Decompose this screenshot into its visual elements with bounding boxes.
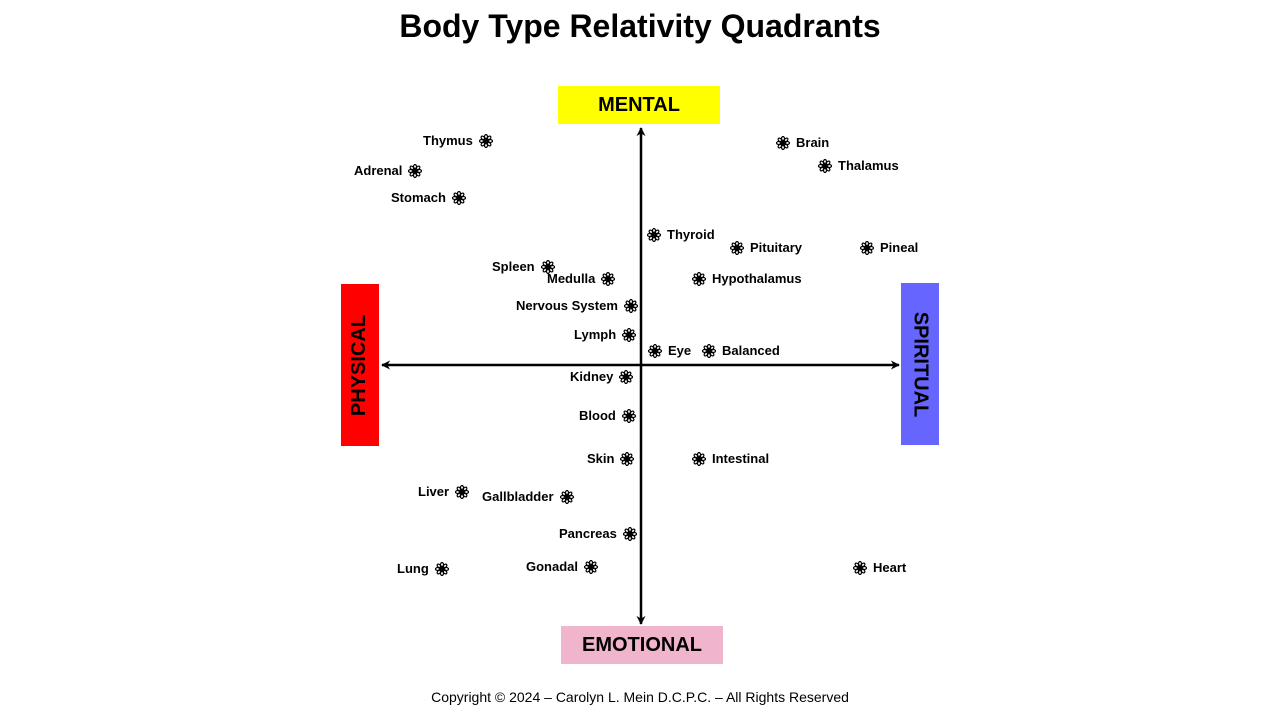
physical-label: PHYSICAL: [348, 314, 371, 416]
mental-label: MENTAL: [598, 93, 680, 116]
organ-blood: Blood: [579, 408, 636, 423]
organ-pineal: Pineal: [860, 240, 918, 255]
flower-asterisk-icon: [623, 298, 638, 313]
flower-asterisk-icon: [601, 271, 616, 286]
flower-asterisk-icon: [559, 489, 574, 504]
flower-asterisk-icon: [620, 451, 635, 466]
organ-balanced: Balanced: [702, 343, 780, 358]
organ-eye: Eye: [648, 343, 691, 358]
emotional-label: EMOTIONAL: [582, 633, 702, 656]
flower-asterisk-icon: [647, 227, 661, 242]
flower-asterisk-icon: [853, 560, 867, 575]
organ-medulla: Medulla: [547, 271, 616, 286]
organ-pituitary: Pituitary: [730, 240, 802, 255]
flower-asterisk-icon: [702, 343, 716, 358]
organ-skin: Skin: [587, 451, 635, 466]
organ-liver: Liver: [418, 484, 470, 499]
organ-thymus: Thymus: [423, 133, 493, 148]
flower-asterisk-icon: [860, 240, 874, 255]
flower-asterisk-icon: [622, 526, 637, 541]
page-title: Body Type Relativity Quadrants: [399, 8, 881, 44]
copyright-notice: Copyright © 2024 – Carolyn L. Mein D.C.P…: [431, 689, 849, 705]
mental-label-box: MENTAL: [558, 86, 720, 124]
organ-lymph: Lymph: [574, 327, 637, 342]
organ-kidney: Kidney: [570, 369, 634, 384]
organ-thyroid: Thyroid: [647, 227, 715, 242]
organ-heart: Heart: [853, 560, 906, 575]
flower-asterisk-icon: [455, 484, 470, 499]
flower-asterisk-icon: [584, 559, 599, 574]
organ-intestinal: Intestinal: [692, 451, 769, 466]
organ-nervous-system: Nervous System: [516, 298, 638, 313]
flower-asterisk-icon: [408, 163, 423, 178]
flower-asterisk-icon: [478, 133, 493, 148]
flower-asterisk-icon: [619, 369, 634, 384]
flower-asterisk-icon: [730, 240, 744, 255]
organ-gallbladder: Gallbladder: [482, 489, 574, 504]
flower-asterisk-icon: [434, 561, 449, 576]
organ-lung: Lung: [397, 561, 449, 576]
flower-asterisk-icon: [451, 190, 466, 205]
emotional-label-box: EMOTIONAL: [561, 626, 723, 664]
flower-asterisk-icon: [692, 271, 706, 286]
organ-hypothalamus: Hypothalamus: [692, 271, 802, 286]
flower-asterisk-icon: [692, 451, 706, 466]
flower-asterisk-icon: [540, 259, 555, 274]
organ-brain: Brain: [776, 135, 829, 150]
flower-asterisk-icon: [648, 343, 662, 358]
spiritual-label-box: SPIRITUAL: [901, 283, 939, 445]
physical-label-box: PHYSICAL: [341, 284, 379, 446]
spiritual-label: SPIRITUAL: [909, 311, 932, 417]
organ-pancreas: Pancreas: [559, 526, 637, 541]
organ-adrenal: Adrenal: [354, 163, 423, 178]
organ-stomach: Stomach: [391, 190, 466, 205]
organ-thalamus: Thalamus: [818, 158, 899, 173]
flower-asterisk-icon: [622, 327, 637, 342]
flower-asterisk-icon: [776, 135, 790, 150]
flower-asterisk-icon: [621, 408, 636, 423]
organ-gonadal: Gonadal: [526, 559, 599, 574]
organ-spleen: Spleen: [492, 259, 555, 274]
flower-asterisk-icon: [818, 158, 832, 173]
